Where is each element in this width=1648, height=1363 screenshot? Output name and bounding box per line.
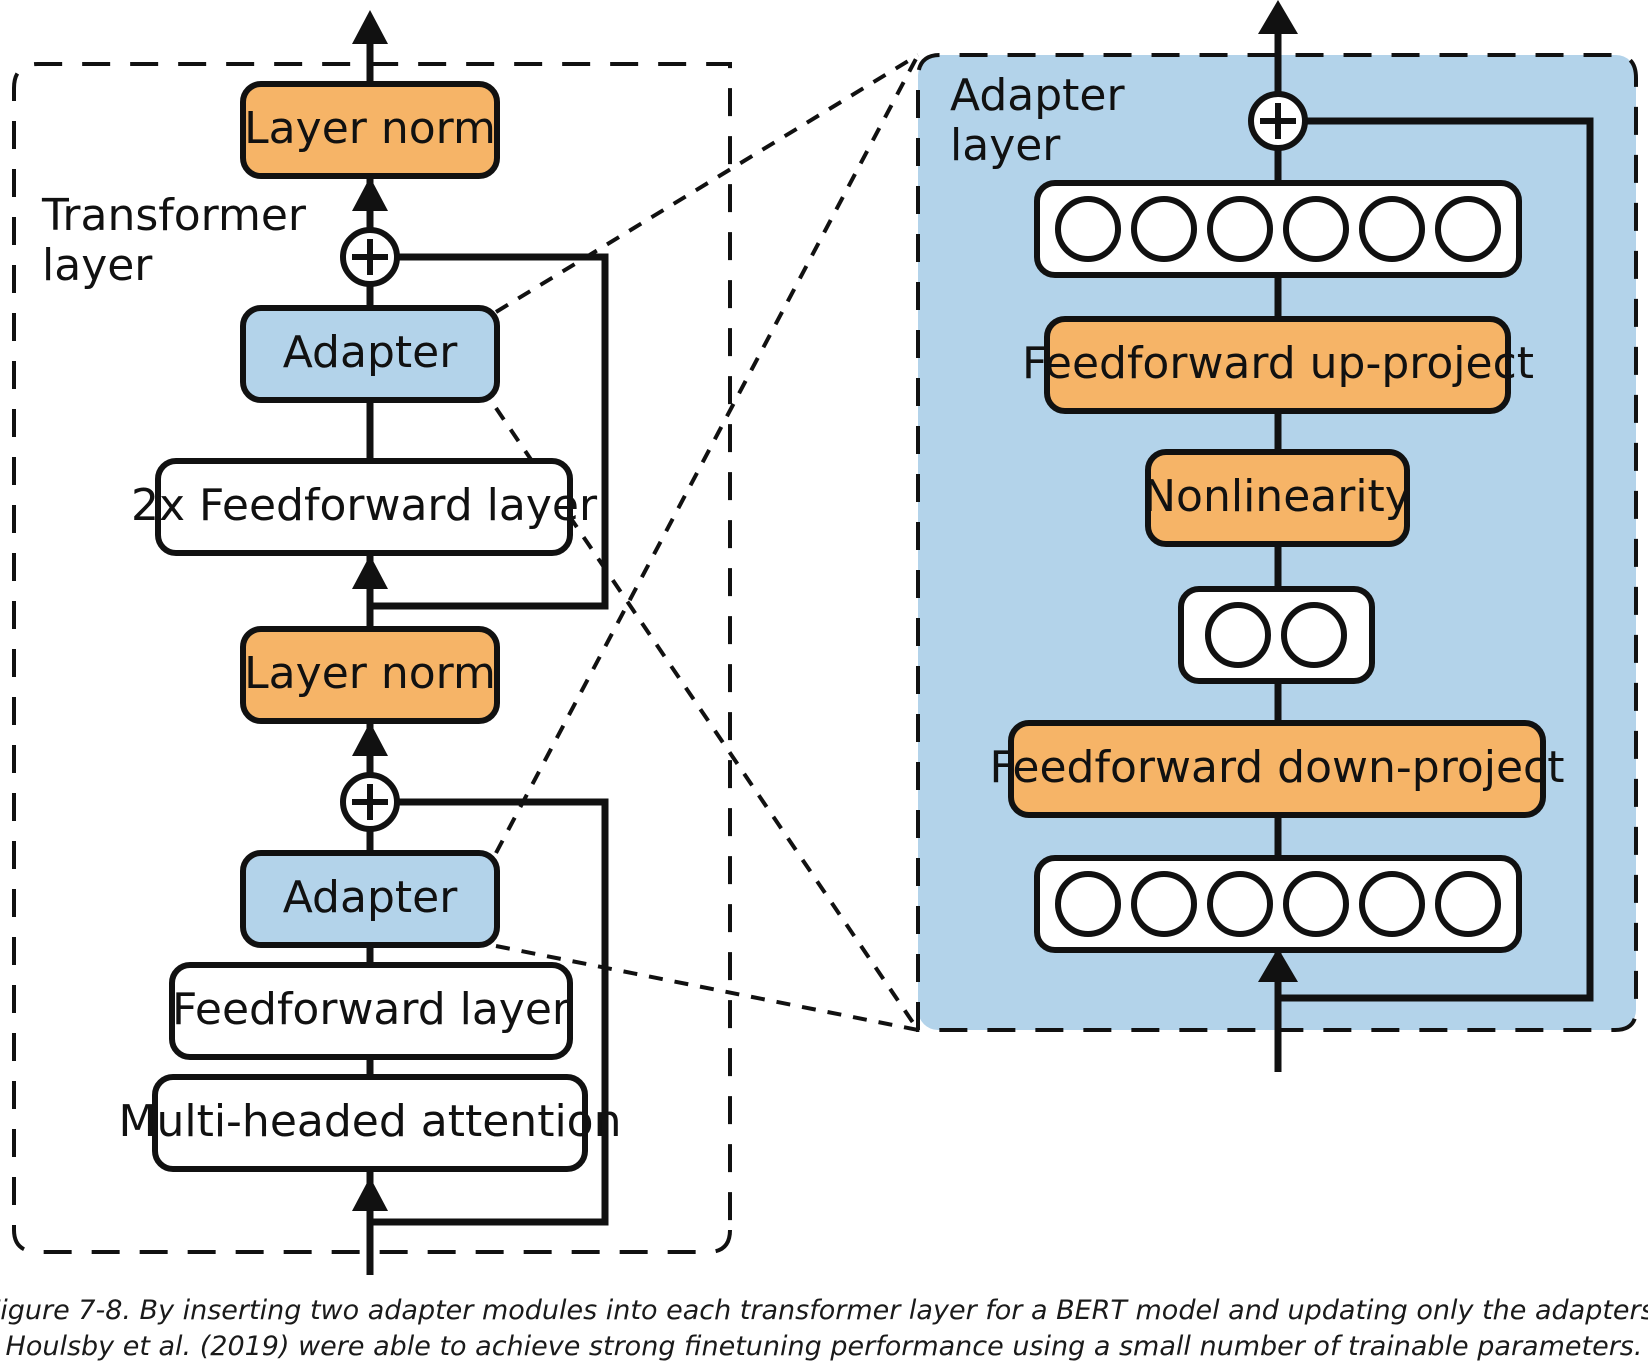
adapter-layer-arrowheads [1258,0,1298,982]
ff-2x-box: 2x Feedforward layer [131,458,598,556]
neuron-circle [1131,871,1197,937]
layer-norm-mid-label: Layer norm [244,648,496,699]
layer-norm-mid-box: Layer norm [240,626,500,724]
transformer-layer-label-line1: Transformer [41,190,307,241]
neuron-circle [1205,602,1271,668]
adapter-layer-label-line1: Adapter [950,70,1125,121]
arrow-up-icon [352,722,388,756]
adapter-top-label: Adapter [283,327,458,378]
plus-icon-top [340,227,400,287]
neuron-circle [1435,871,1501,937]
plus-icon-bottom [340,772,400,832]
arrow-up-icon [1258,0,1298,34]
neuron-circle [1359,871,1425,937]
neuron-circle [1283,871,1349,937]
caption-line2: Houlsby et al. (2019) were able to achie… [6,1331,1643,1362]
nonlinearity-label: Nonlinearity [1143,471,1411,522]
neuron-circle [1359,196,1425,262]
neuron-circle [1207,196,1273,262]
neuron-row-top [1034,180,1522,278]
arrow-up-icon [352,1177,388,1211]
arrow-up-icon [1258,948,1298,982]
neuron-circle [1131,196,1197,262]
transformer-layer-label-line2: layer [42,240,153,291]
neuron-row-middle [1178,586,1375,684]
ff-2x-label: 2x Feedforward layer [131,480,598,531]
adapter-top-box: Adapter [240,305,500,403]
transformer-layer-dashed-border [12,62,732,1254]
adapter-layer-panel-dashed-border [916,53,1638,1032]
mha-box: Multi-headed attention [119,1074,622,1172]
up-project-label: Feedforward up-project [1022,338,1534,389]
zoom-lines [494,53,920,1032]
neuron-circle [1283,196,1349,262]
ff-box: Feedforward layer [169,962,573,1060]
ff-label: Feedforward layer [172,984,571,1035]
neuron-circle [1207,871,1273,937]
arrow-up-icon [352,177,388,211]
caption-line1: Figure 7-8. By inserting two adapter mod… [0,1295,1648,1326]
adapter-layer-label-line2: layer [950,120,1061,171]
mha-label: Multi-headed attention [119,1096,622,1147]
down-project-label: Feedforward down-project [990,742,1565,793]
transformer-arrowheads [352,10,388,1211]
down-project-box: Feedforward down-project [990,720,1565,818]
neuron-circle [1055,196,1121,262]
neuron-circle [1435,196,1501,262]
neuron-circle [1055,871,1121,937]
layer-norm-top-label: Layer norm [244,103,496,154]
up-project-box: Feedforward up-project [1022,316,1534,414]
neuron-row-bottom [1034,855,1522,953]
arrow-up-icon [352,10,388,44]
neuron-circle [1281,602,1347,668]
arrow-up-icon [352,555,388,589]
adapter-plus-icon [1248,91,1308,151]
nonlinearity-box: Nonlinearity [1143,449,1411,547]
layer-norm-top-box: Layer norm [240,81,500,179]
adapter-bottom-box: Adapter [240,850,500,948]
adapter-bottom-label: Adapter [283,872,458,923]
